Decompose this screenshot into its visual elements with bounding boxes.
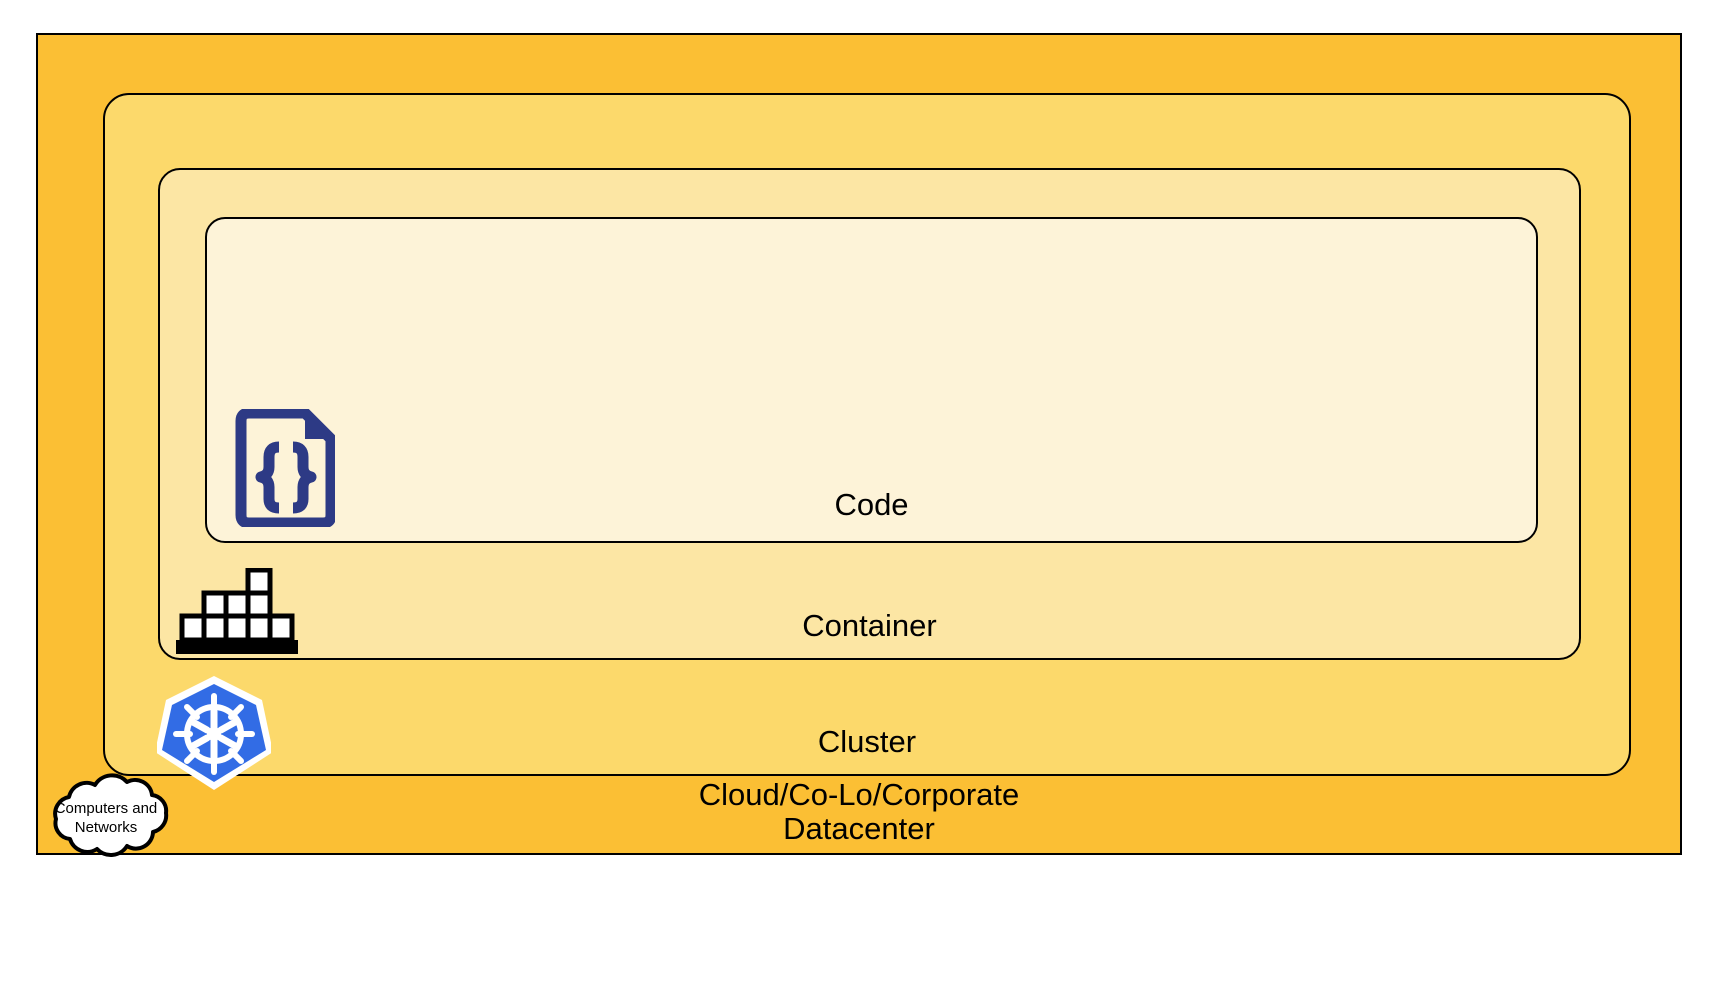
layer-code[interactable]: Code [205,217,1538,543]
layer-datacenter[interactable]: Code [36,33,1682,857]
layer-label-code: Code [834,487,909,523]
code-document-icon [233,407,337,529]
layer-cluster[interactable]: Code [103,93,1631,790]
layer-label-cluster: Cluster [817,724,917,760]
container-bricks-icon [176,567,298,654]
layer-label-datacenter: Cloud/Co-Lo/Corporate Datacenter [698,776,1020,847]
layer-label-container: Container [802,608,937,644]
kubernetes-icon [155,674,273,792]
layer-container[interactable]: Code [158,168,1581,660]
computers-and-networks-cloud[interactable]: Computers and Networks [35,771,177,867]
